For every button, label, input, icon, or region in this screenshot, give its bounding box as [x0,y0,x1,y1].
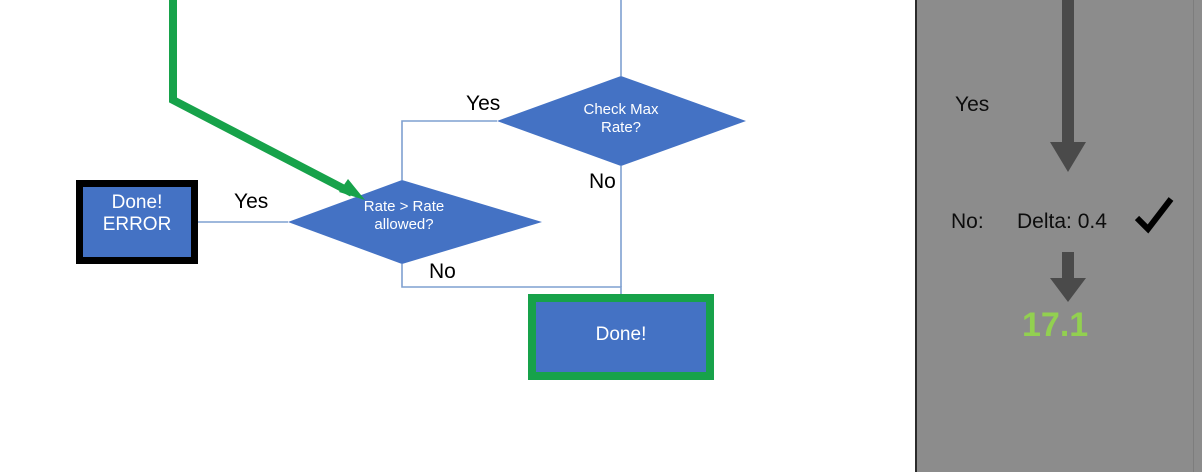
edge-label-yes-check-max-rate: Yes [466,92,501,115]
edge-label-no-rate-allowed: No [429,260,456,283]
decision-trace-panel: Yes No: Delta: 0.4 17.1 [915,0,1202,472]
panel-graphics [1050,0,1086,302]
node-done[interactable] [528,294,714,380]
panel-arrow-long-icon [1050,0,1086,172]
flowchart-canvas: Done! ERROR Done! Check Max Rate? Rate >… [76,0,746,380]
panel-arrow-short-icon [1050,252,1086,302]
node-done-error[interactable] [76,180,198,264]
panel-branch-taken-label: Yes [955,93,990,116]
connector-no-rate-to-done [401,264,622,294]
flowchart-graphics [169,0,746,294]
node-rate-gt-rate-allowed[interactable] [288,180,542,264]
node-check-max-rate[interactable] [497,76,746,166]
edge-label-yes-rate-allowed: Yes [234,190,269,213]
green-highlight-arrow [169,0,365,200]
panel-delta-value: Delta: 0.4 [1017,210,1107,233]
edge-label-no-check-max-rate: No [589,170,616,193]
panel-result-value: 17.1 [1022,306,1089,344]
check-mark-icon [1134,197,1174,234]
panel-branch-rejected-label: No: [951,210,984,233]
connector-yes-check-to-rate [401,120,497,180]
panel-right-edge-line [1193,0,1194,472]
